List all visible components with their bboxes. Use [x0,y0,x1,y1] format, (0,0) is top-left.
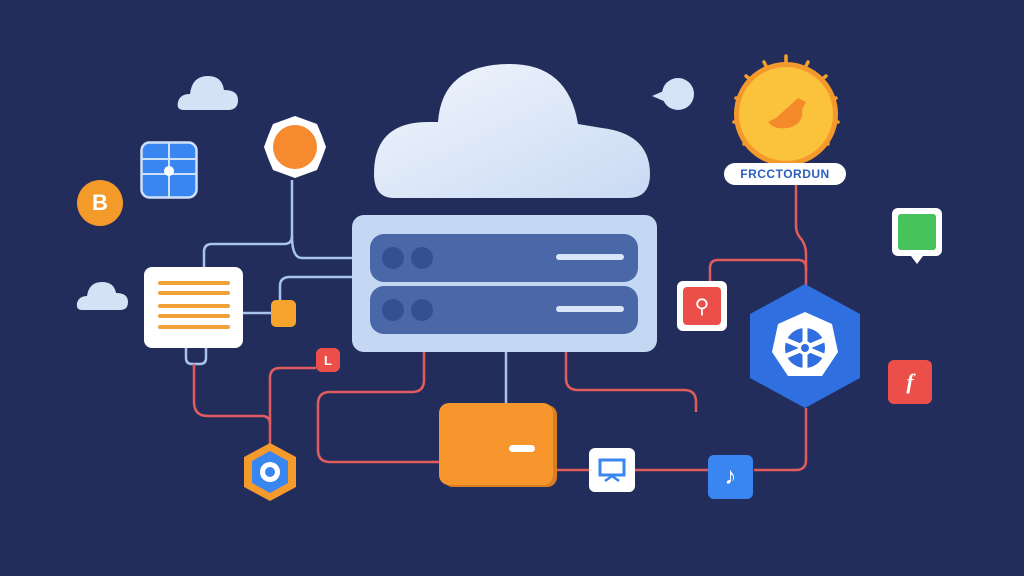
server-unit-1 [370,234,638,282]
grid-compass-icon[interactable] [140,141,198,199]
helm-wheel-icon[interactable] [748,282,862,410]
led-icon [382,247,404,269]
small-cloud-icon [76,282,128,310]
hex-gear-icon[interactable] [242,441,298,503]
f-letter-icon[interactable]: f [888,360,932,404]
main-cloud-icon [374,64,650,198]
chat-bubble-icon[interactable] [891,207,945,265]
search-icon[interactable]: ⚲ [677,281,727,331]
server-rack[interactable] [352,215,657,352]
storage-icon[interactable] [439,403,553,485]
sun-icon[interactable] [716,50,856,170]
l-letter-icon[interactable]: L [316,348,340,372]
document-lines-icon[interactable] [144,267,243,348]
drive-slot [556,306,624,312]
led-icon [411,299,433,321]
music-note-icon[interactable]: ♪ [708,455,753,499]
b-letter-icon[interactable]: B [77,180,123,226]
drive-slot [556,254,624,260]
led-icon [411,247,433,269]
connector-icon[interactable] [271,300,296,327]
small-cloud-icon [177,76,238,110]
monitor-icon[interactable] [589,448,635,492]
server-unit-2 [370,286,638,334]
gear-icon[interactable] [262,114,328,180]
speech-bubble-icon [652,78,694,110]
node-label: FRCCTORDUN [724,163,846,185]
led-icon [382,299,404,321]
